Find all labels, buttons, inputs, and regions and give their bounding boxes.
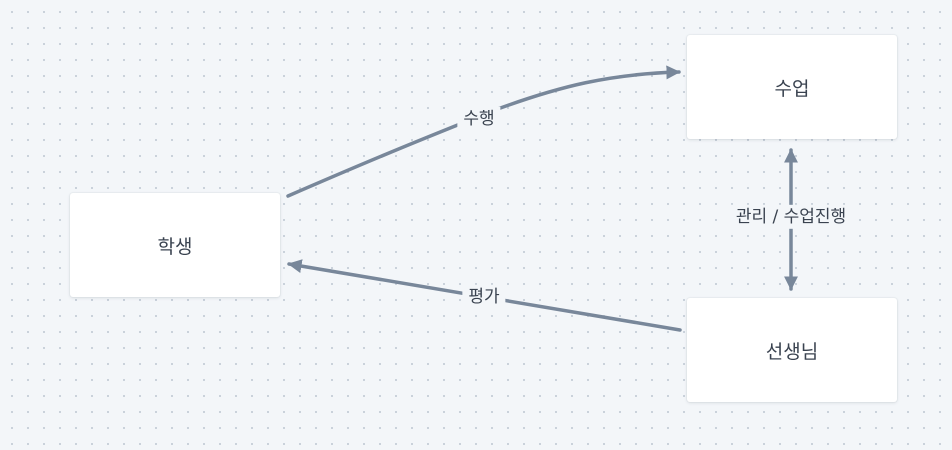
node-class[interactable]: 수업 [687, 35, 897, 139]
edge-label-evaluate[interactable]: 평가 [462, 284, 506, 310]
node-teacher-label: 선생님 [765, 340, 819, 363]
edge-label-manage[interactable]: 관리 / 수업진행 [729, 204, 853, 230]
edge-label-perform[interactable]: 수행 [457, 106, 501, 132]
node-class-label: 수업 [774, 77, 810, 100]
node-student[interactable]: 학생 [70, 193, 280, 297]
node-teacher[interactable]: 선생님 [687, 298, 897, 402]
edge-student-to-class[interactable] [286, 65, 681, 198]
node-student-label: 학생 [157, 235, 193, 258]
